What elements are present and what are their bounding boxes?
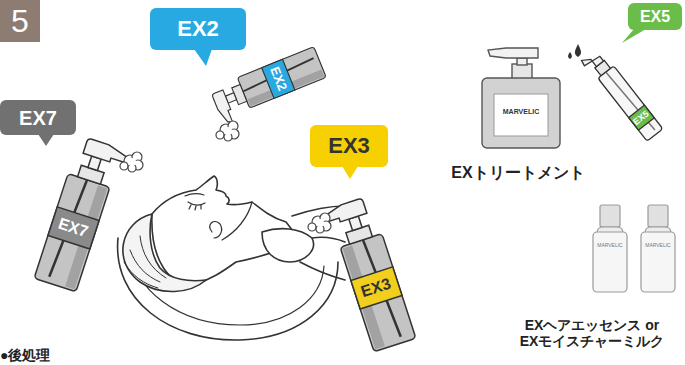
ex5-spray-bottle: [598, 66, 663, 141]
ex3-foam-bottle: [320, 196, 416, 355]
essence-bottles: [641, 232, 675, 292]
bubble-text: EX7: [19, 108, 57, 128]
bubble-body: [150, 8, 246, 50]
ex7-foam-bottle: [34, 136, 130, 295]
ex7-foam-bottle: [48, 207, 99, 249]
ex2-foam-bottle: [262, 59, 295, 98]
bubble-tail: [194, 49, 212, 66]
product-caption: EXトリートメント: [451, 164, 584, 182]
eyebrow: [185, 194, 204, 196]
closed-eye: [188, 202, 205, 210]
pouch-body: [482, 78, 560, 148]
foam-puff: [308, 213, 331, 233]
jaw-line: [222, 202, 252, 240]
speech-bubble: EX7: [0, 100, 76, 146]
essence-bottles: [600, 205, 620, 227]
bubble-body: [0, 100, 76, 135]
section-heading: ●後処理: [0, 347, 50, 363]
ex2-foam-bottle: [210, 47, 329, 125]
foam-puff: [308, 213, 331, 233]
ex5-spray-bottle: [606, 70, 655, 132]
bubble-body: [310, 125, 388, 167]
speech-bubble: EX2: [150, 8, 246, 66]
foam-puff: [216, 121, 239, 141]
box-body: [0, 0, 40, 42]
brand-logo: MARVELIC: [597, 243, 622, 249]
foam-puff: [120, 152, 143, 172]
hair: [123, 214, 206, 292]
bubble-text: 5: [11, 5, 29, 37]
step-number: 5: [0, 0, 40, 42]
text-area: EX7: [0, 100, 76, 135]
pouch-neck: [512, 64, 532, 79]
speech-bubble: EX3: [310, 125, 388, 179]
ex5-spray-bottle: [629, 105, 655, 130]
bubble-text: EX3: [328, 135, 370, 157]
text-area: 5: [0, 0, 40, 42]
essence-bottles: [648, 205, 668, 227]
speech-bubble: EX5: [618, 3, 682, 43]
ex7-foam-bottle: [34, 136, 130, 295]
bubble-text: EX2: [177, 18, 219, 40]
pouch-label-area: [494, 94, 548, 136]
bubble-tail: [622, 29, 646, 43]
ex5-spray-bottle: [581, 47, 663, 143]
bubble-tail: [342, 166, 358, 179]
essence-bottles: [593, 232, 627, 292]
text-area: EX3: [310, 125, 388, 167]
brand-logo: MARVELIC: [503, 108, 539, 116]
pump-stem: [517, 58, 527, 65]
foam-puff: [216, 121, 239, 141]
bubble-body: [628, 3, 682, 30]
shampoo-sink-person: [118, 176, 345, 340]
ear: [210, 222, 222, 238]
ex5-spray-bottle: [581, 50, 604, 72]
ex2-foam-bottle: [210, 47, 329, 125]
text-area: EX5: [628, 3, 682, 30]
product-caption: EXヘアエッセンス or EXモイスチャーミルク: [520, 317, 665, 349]
bubble-tail: [38, 134, 54, 146]
ex3-foam-bottle: [320, 196, 416, 355]
spray-drops: [568, 44, 581, 59]
pump-head: [488, 48, 538, 58]
text-area: EX2: [150, 8, 246, 50]
hair-strands: [124, 236, 166, 288]
brand-logo: MARVELIC: [645, 243, 670, 249]
foam-puff: [120, 152, 143, 172]
treatment-pouch: [482, 48, 560, 148]
towel: [262, 229, 313, 262]
ex3-foam-bottle: [351, 267, 402, 309]
essence-bottles: [593, 205, 675, 292]
bubble-text: EX5: [640, 9, 670, 25]
